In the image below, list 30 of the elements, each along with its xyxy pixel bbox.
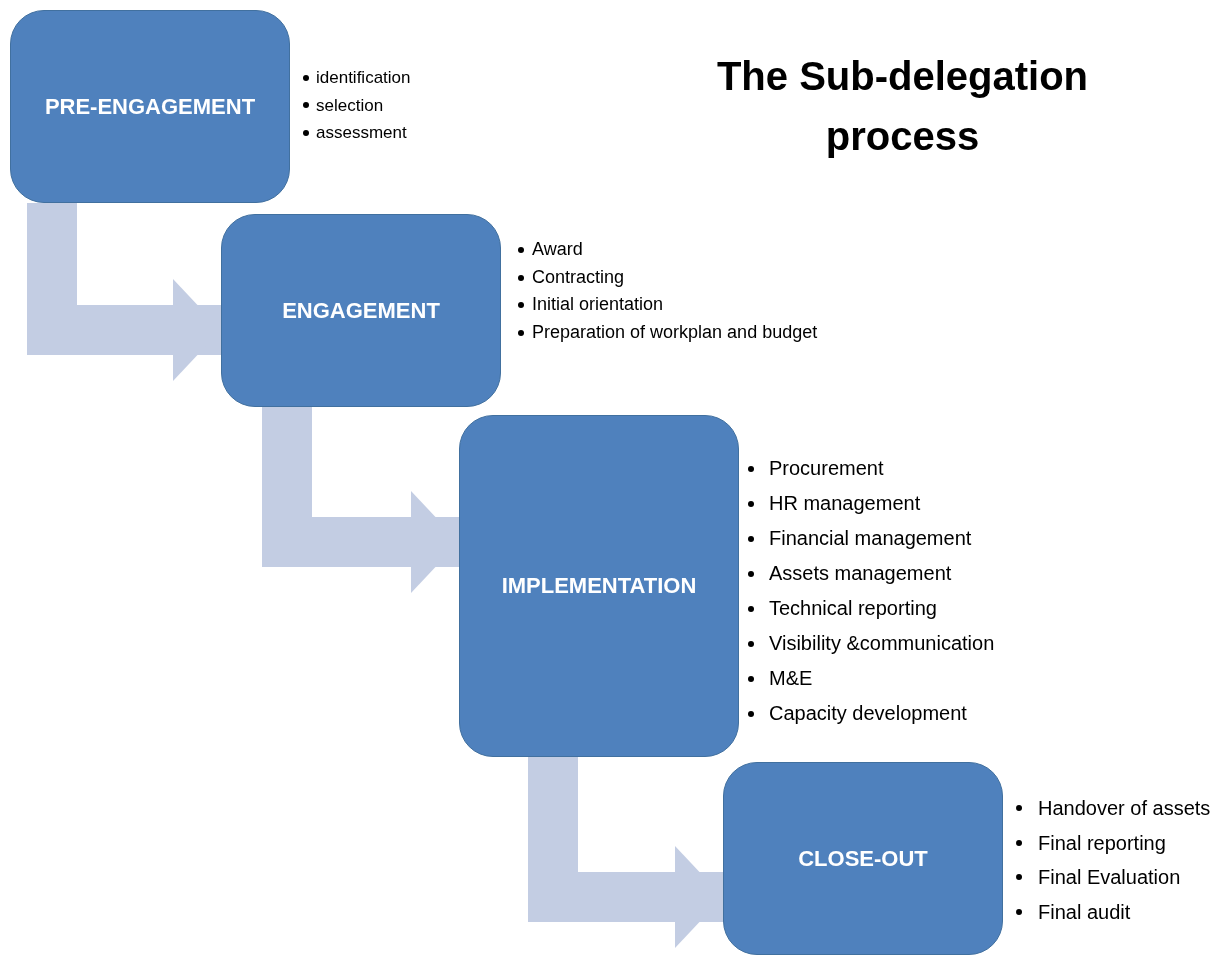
bullet-item: Preparation of workplan and budget bbox=[532, 321, 818, 345]
stage-label: CLOSE-OUT bbox=[798, 845, 928, 872]
stage-label: ENGAGEMENT bbox=[282, 297, 440, 324]
bullet-item: HR management bbox=[769, 491, 921, 516]
bullet-item: assessment bbox=[316, 122, 407, 144]
stage-label: PRE-ENGAGEMENT bbox=[44, 93, 256, 120]
bullet-item: Assets management bbox=[769, 561, 952, 586]
bullet-item: Award bbox=[532, 238, 583, 261]
bullet-item: identification bbox=[316, 67, 411, 89]
bullet-item: M&E bbox=[769, 666, 813, 691]
bullet-item: Final Evaluation bbox=[1038, 865, 1181, 890]
bullet-item: Handover of assets bbox=[1038, 796, 1211, 821]
bullet-item: Capacity development bbox=[769, 701, 967, 726]
bullet-item: selection bbox=[316, 94, 384, 117]
stage-label: IMPLEMENTATION bbox=[501, 573, 697, 599]
bullet-item: Final reporting bbox=[1038, 830, 1166, 856]
bent-arrow bbox=[27, 203, 221, 381]
bullet-item: Initial orientation bbox=[532, 293, 664, 317]
stage-box bbox=[723, 762, 1003, 955]
bullet-item: Financial management bbox=[769, 526, 972, 551]
stage-box bbox=[10, 10, 290, 203]
bullet-item: Contracting bbox=[532, 265, 625, 289]
bullet-item: Visibility &communication bbox=[769, 631, 995, 656]
diagram-title: The Sub-delegation process bbox=[715, 53, 1090, 160]
bullet-item: Technical reporting bbox=[769, 596, 937, 621]
stage-box bbox=[459, 415, 739, 757]
bullet-item: Final audit bbox=[1038, 899, 1131, 925]
stage-box bbox=[221, 214, 501, 407]
bent-arrow bbox=[262, 407, 459, 593]
bullet-item: Procurement bbox=[769, 456, 884, 481]
